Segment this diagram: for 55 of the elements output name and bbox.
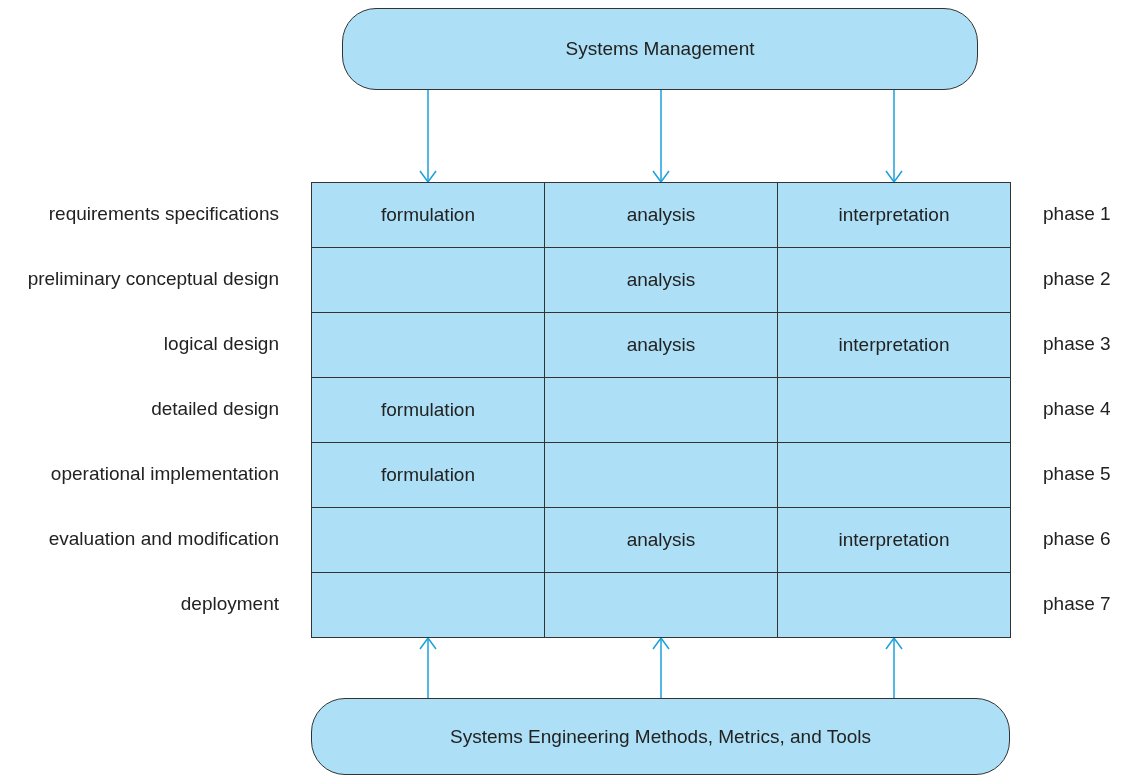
row-label: evaluation and modification — [48, 527, 279, 550]
phase-label: phase 6 — [1043, 527, 1111, 550]
rounded-box — [342, 8, 978, 90]
row-label: requirements specifications — [48, 202, 279, 225]
table-cell — [777, 312, 1011, 378]
row-label: preliminary conceptual design — [27, 267, 279, 290]
table-cell — [777, 572, 1011, 638]
table-cell — [544, 507, 778, 573]
table-cell — [777, 377, 1011, 443]
arrow — [652, 637, 670, 699]
cell-text: analysis — [626, 269, 696, 291]
cell-text: analysis — [626, 529, 696, 551]
cell-text: analysis — [626, 334, 696, 356]
table-cell — [777, 247, 1011, 313]
table-cell — [311, 182, 545, 248]
table-cell — [777, 182, 1011, 248]
cell-text: analysis — [626, 204, 696, 226]
row-label: deployment — [180, 592, 279, 615]
phase-label: phase 4 — [1043, 397, 1111, 420]
phase-label: phase 5 — [1043, 462, 1111, 485]
table-cell — [544, 572, 778, 638]
cell-text: formulation — [381, 464, 475, 486]
row-label: detailed design — [151, 397, 279, 420]
arrow — [419, 637, 437, 699]
cell-text: interpretation — [838, 334, 950, 356]
table-cell — [311, 442, 545, 508]
box-label: Systems Engineering Methods, Metrics, and Tools — [450, 725, 871, 748]
phase-label: phase 7 — [1043, 592, 1111, 615]
table-cell — [311, 247, 545, 313]
table-cell — [777, 442, 1011, 508]
box-label: Systems Management — [565, 38, 755, 60]
arrow — [419, 89, 437, 183]
table-cell — [311, 507, 545, 573]
rounded-box — [311, 698, 1010, 775]
table-cell — [777, 507, 1011, 573]
cell-text: formulation — [381, 399, 475, 421]
cell-text: interpretation — [838, 529, 950, 551]
table-cell — [544, 182, 778, 248]
arrow — [885, 637, 903, 699]
phase-label: phase 3 — [1043, 332, 1111, 355]
table-cell — [544, 312, 778, 378]
cell-text: formulation — [381, 204, 475, 226]
phase-label: phase 2 — [1043, 267, 1111, 290]
row-label: operational implementation — [50, 462, 279, 485]
table-cell — [311, 572, 545, 638]
table-cell — [311, 312, 545, 378]
table-cell — [544, 377, 778, 443]
table-cell — [544, 247, 778, 313]
table-cell — [544, 442, 778, 508]
row-label: logical design — [163, 332, 279, 355]
arrow — [885, 89, 903, 183]
table-cell — [311, 377, 545, 443]
cell-text: interpretation — [838, 204, 950, 226]
phase-label: phase 1 — [1043, 202, 1111, 225]
arrow — [652, 89, 670, 183]
